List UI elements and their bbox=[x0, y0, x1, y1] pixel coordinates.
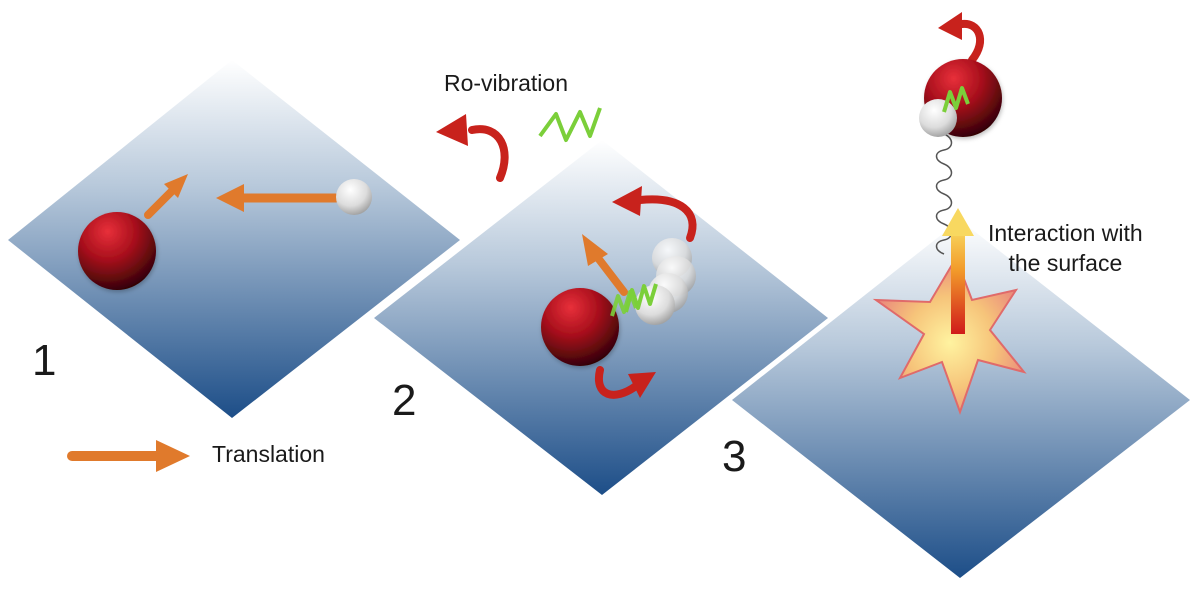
heavy-atom bbox=[78, 212, 156, 290]
translation-arrowhead bbox=[582, 234, 608, 266]
rotation-arrowhead bbox=[628, 372, 656, 398]
panel-1-molecule bbox=[78, 174, 372, 290]
translation-legend-arrowhead bbox=[156, 440, 190, 472]
translation-arrow-icon bbox=[144, 184, 179, 219]
translation-arrowhead bbox=[164, 174, 188, 198]
panel-3-desorption bbox=[872, 12, 1027, 416]
step-number-1: 1 bbox=[32, 336, 57, 385]
light-atom bbox=[336, 179, 372, 215]
panel-2-molecule bbox=[541, 186, 697, 399]
translation-arrowhead bbox=[216, 184, 244, 212]
heavy-atom bbox=[541, 288, 619, 366]
vibration-zigzag-icon bbox=[942, 86, 970, 113]
translation-arrow-icon bbox=[594, 254, 628, 296]
step-number-2: 2 bbox=[392, 376, 417, 425]
surface-panel-1 bbox=[8, 60, 460, 418]
spring-coil-icon bbox=[935, 133, 953, 255]
rotation-arrowhead bbox=[612, 186, 642, 216]
upward-arrow-icon bbox=[942, 208, 974, 236]
interaction-label: Interaction with the surface bbox=[988, 220, 1143, 276]
upward-arrow-shaft bbox=[951, 228, 965, 334]
rotation-arrowhead bbox=[938, 12, 962, 40]
vibration-zigzag-icon bbox=[538, 107, 602, 142]
rovibration-legend-icons bbox=[436, 107, 602, 182]
rotation-arrow-icon bbox=[468, 125, 509, 182]
rovibration-label: Ro-vibration bbox=[444, 70, 568, 96]
rotation-arrow-icon bbox=[636, 195, 697, 242]
impact-star-icon bbox=[872, 255, 1027, 416]
light-atom bbox=[919, 99, 957, 137]
step-number-3: 3 bbox=[722, 432, 747, 481]
rotation-arrow-icon bbox=[958, 19, 985, 64]
rotation-arrow-icon bbox=[594, 366, 640, 399]
translation-label: Translation bbox=[212, 441, 325, 467]
vibration-zigzag-icon bbox=[610, 290, 638, 317]
rotation-arrowhead bbox=[436, 114, 468, 146]
